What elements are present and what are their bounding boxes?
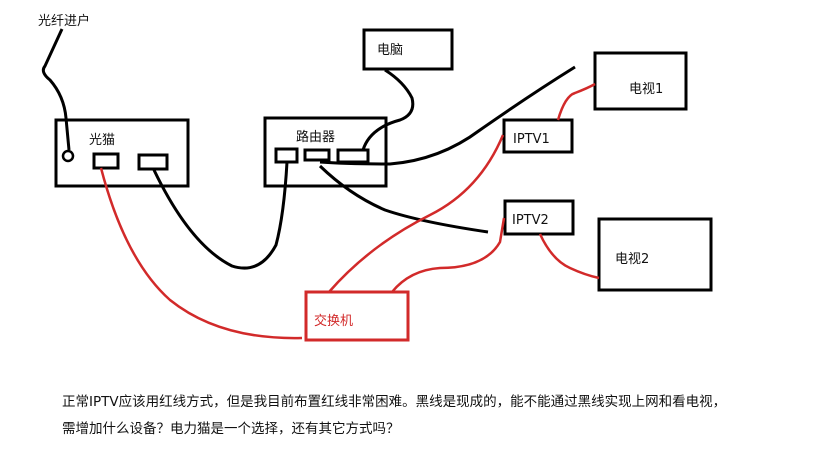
- red-wire-iptv2-tv2: [538, 233, 600, 280]
- iptv1-label: IPTV1: [513, 132, 550, 147]
- iptv1-box: [502, 118, 574, 154]
- router-port-2: [303, 148, 331, 162]
- red-wire-modem-switch: [99, 167, 303, 340]
- modem-port-2: [137, 153, 169, 171]
- router-port-1: [274, 147, 299, 164]
- switch-box: [304, 290, 410, 342]
- red-wire-switch-iptv1: [328, 134, 505, 293]
- computer-box: [362, 28, 454, 71]
- optical-modem-label: 光猫: [89, 133, 115, 148]
- switch-label: 交换机: [314, 313, 353, 329]
- caption-line-1: 正常IPTV应该用红线方式，但是我目前布置红线非常困难。黑线是现成的，能不能通过…: [62, 394, 727, 410]
- fiber-wire: [41, 28, 71, 151]
- iptv2-box: [503, 199, 575, 236]
- fiber-in-label: 光纤进户: [38, 13, 90, 29]
- iptv2-label: IPTV2: [512, 213, 549, 228]
- computer-label: 电脑: [377, 43, 403, 58]
- router-port-3: [336, 148, 370, 164]
- caption-line-2: 需增加什么设备？电力猫是一个选择，还有其它方式吗？: [62, 421, 400, 437]
- tv2-box: [597, 217, 713, 292]
- black-wire-router-iptv1: [319, 65, 576, 166]
- black-wire-router-computer: [361, 68, 415, 151]
- tv1-label: 电视1: [629, 82, 663, 97]
- optical-modem-box: [54, 118, 190, 188]
- router-box: [263, 116, 388, 188]
- fiber-port: [61, 149, 75, 163]
- tv1-box: [593, 51, 688, 111]
- router-label: 路由器: [296, 129, 335, 145]
- black-wire-modem-router: [152, 161, 289, 270]
- modem-port-1: [92, 152, 120, 170]
- black-wire-router-iptv2: [318, 164, 489, 234]
- red-wire-switch-iptv2: [391, 217, 506, 293]
- tv2-label: 电视2: [615, 252, 649, 267]
- red-wire-iptv1-tv1: [556, 82, 596, 121]
